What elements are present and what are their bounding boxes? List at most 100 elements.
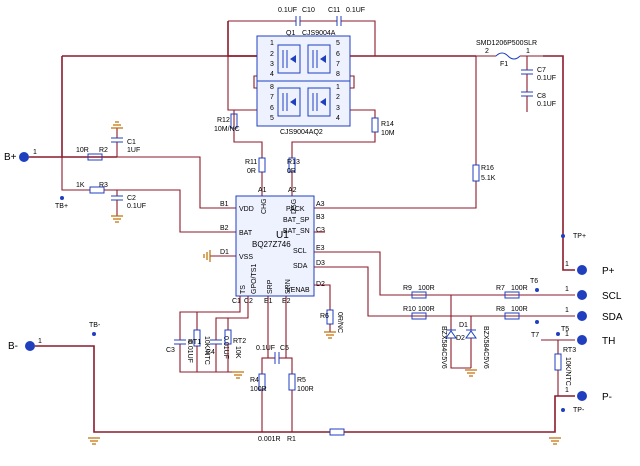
thermistor-rt3: RT3 10K/NTC <box>554 340 576 396</box>
power-wiring <box>61 21 575 271</box>
scl-label: SCL <box>602 291 622 302</box>
q1-pin2: 2 <box>270 51 274 58</box>
u1-pin-a3: A3 <box>316 201 325 208</box>
resistor-r16: R16 5.1K <box>314 56 496 209</box>
q2-pin3: 3 <box>336 105 340 112</box>
tb-plus-label: TB+ <box>55 203 68 210</box>
rt3-value: 10K/NTC <box>564 357 571 386</box>
b-minus-label: B- <box>8 341 18 352</box>
c8-ref: C8 <box>537 93 546 100</box>
r16-ref: R16 <box>481 165 494 172</box>
connector-sda[interactable]: 1 SDA <box>565 307 623 323</box>
r2-ref: R2 <box>99 147 108 154</box>
q1-pin7: 7 <box>336 61 340 68</box>
resistor-r4: R4 100R <box>250 373 267 432</box>
connector-p-plus[interactable]: 1 P+ <box>565 261 615 277</box>
fuse-f1: SMD1206P500SLR 2 1 F1 <box>476 40 543 68</box>
u1-pin-scl: SCL <box>293 248 307 255</box>
diode-d2: BZX584C5V6 D2 <box>440 295 471 369</box>
q2-pin6: 6 <box>270 105 274 112</box>
u1-pin-b2: B2 <box>220 225 229 232</box>
b-minus-pin: 1 <box>38 338 42 345</box>
q2-pin8: 8 <box>270 84 274 91</box>
r4-value: 100R <box>250 386 267 393</box>
u1-pin-d1: D1 <box>220 249 229 256</box>
connector-b-plus[interactable]: B+ 1 <box>4 149 37 163</box>
r11-value: 0R <box>247 168 256 175</box>
r7-ref: R7 <box>496 285 505 292</box>
r12-value: 10M/NC <box>214 126 240 133</box>
resistor-r7: R7 100R <box>496 285 528 299</box>
u1-pin-c3: C3 <box>316 227 325 234</box>
u1-part: BQ27Z746 <box>252 240 291 249</box>
connector-scl[interactable]: 1 SCL <box>565 286 622 302</box>
u1-pin-a2: A2 <box>288 187 297 194</box>
t5-label: T5 <box>561 326 569 333</box>
r5-ref: R5 <box>297 377 306 384</box>
t7-label: T7 <box>531 332 539 339</box>
d1-part: BZX584C5V6 <box>482 326 489 369</box>
p-plus-label: P+ <box>602 266 615 277</box>
d1-ref: D1 <box>459 322 468 329</box>
c2-value: 0.1UF <box>127 203 146 210</box>
cap-c4: C4 0.01UF <box>206 330 229 372</box>
q1-part: CJS9004A <box>302 30 336 37</box>
resistor-rt2: RT2 10K <box>224 329 246 372</box>
u1-pin-e3: E3 <box>316 245 325 252</box>
r3-value: 1K <box>76 182 85 189</box>
mosfet-q1a <box>277 44 301 74</box>
resistor-r8: R8 100R <box>496 306 528 320</box>
q1-pin4: 4 <box>270 71 274 78</box>
gnd-bottom-left <box>88 437 100 445</box>
mosfet-q2a <box>277 87 301 117</box>
u1-pin-pack: PACK <box>286 206 305 213</box>
q2-part: CJS9004AQ2 <box>280 129 323 136</box>
rt1-ref: RT1 <box>188 339 201 346</box>
tp-minus-label: TP- <box>573 407 585 414</box>
ic-u1: U1 BQ27Z746 VDD BAT VSS PACK BAT_SP BAT_… <box>220 187 325 305</box>
c10-value: 0.1UF <box>278 7 297 14</box>
u1-pin-bat: BAT <box>239 230 253 237</box>
rt2-ref: RT2 <box>233 338 246 345</box>
q2-pin7: 7 <box>270 94 274 101</box>
r13-value: 0R <box>287 168 296 175</box>
q2-pin1: 1 <box>336 84 340 91</box>
resistor-r14: R14 10M <box>291 117 395 158</box>
connector-p-minus[interactable]: 1 P- <box>565 387 612 403</box>
r11-ref: R11 <box>245 159 257 166</box>
fuse-part: SMD1206P500SLR <box>476 40 537 47</box>
c10-ref: C10 <box>302 7 315 14</box>
u1-pin-srp: SRP <box>267 279 274 294</box>
r6-value: 0R/NC <box>336 312 343 333</box>
u1-pin-vdd: VDD <box>239 206 254 213</box>
th-pin: 1 <box>565 331 569 338</box>
c7-ref: C7 <box>537 67 546 74</box>
u1-pin-d3: D3 <box>316 260 325 267</box>
gnd-diodes <box>465 369 477 377</box>
p-minus-label: P- <box>602 392 612 403</box>
connector-th[interactable]: 1 TH <box>565 331 615 347</box>
c5-value: 0.1UF <box>256 345 275 352</box>
resistor-r9: R9 100R <box>403 285 435 299</box>
r12-ref: R12 <box>217 117 230 124</box>
rt1-value: 10K/NTC <box>203 336 210 365</box>
u1-pin-b3: B3 <box>316 214 325 221</box>
d2-part: BZX584C5V6 <box>440 326 447 369</box>
fuse-pin1: 1 <box>526 48 530 55</box>
diode-d1: BZX584C5V6 D1 <box>459 316 489 369</box>
c11-ref: C11 <box>328 7 340 14</box>
connector-b-minus[interactable]: B- 1 <box>8 338 42 352</box>
mosfet-q2b <box>307 87 331 117</box>
cap-c3: C3 0.01UF <box>166 330 238 373</box>
q1-pin5: 5 <box>336 40 340 47</box>
u1-pin-srn: SRN <box>285 279 292 294</box>
u1-ref: U1 <box>276 230 289 241</box>
c5-ref: C5 <box>280 345 289 352</box>
p-minus-pin: 1 <box>565 387 569 394</box>
c4-value: 0.01UF <box>222 336 229 359</box>
c1-ref: C1 <box>127 139 136 146</box>
c7-value: 0.1UF <box>537 75 556 82</box>
u1-pin-c1: C1 <box>232 298 241 305</box>
fuse-ref: F1 <box>500 61 508 68</box>
